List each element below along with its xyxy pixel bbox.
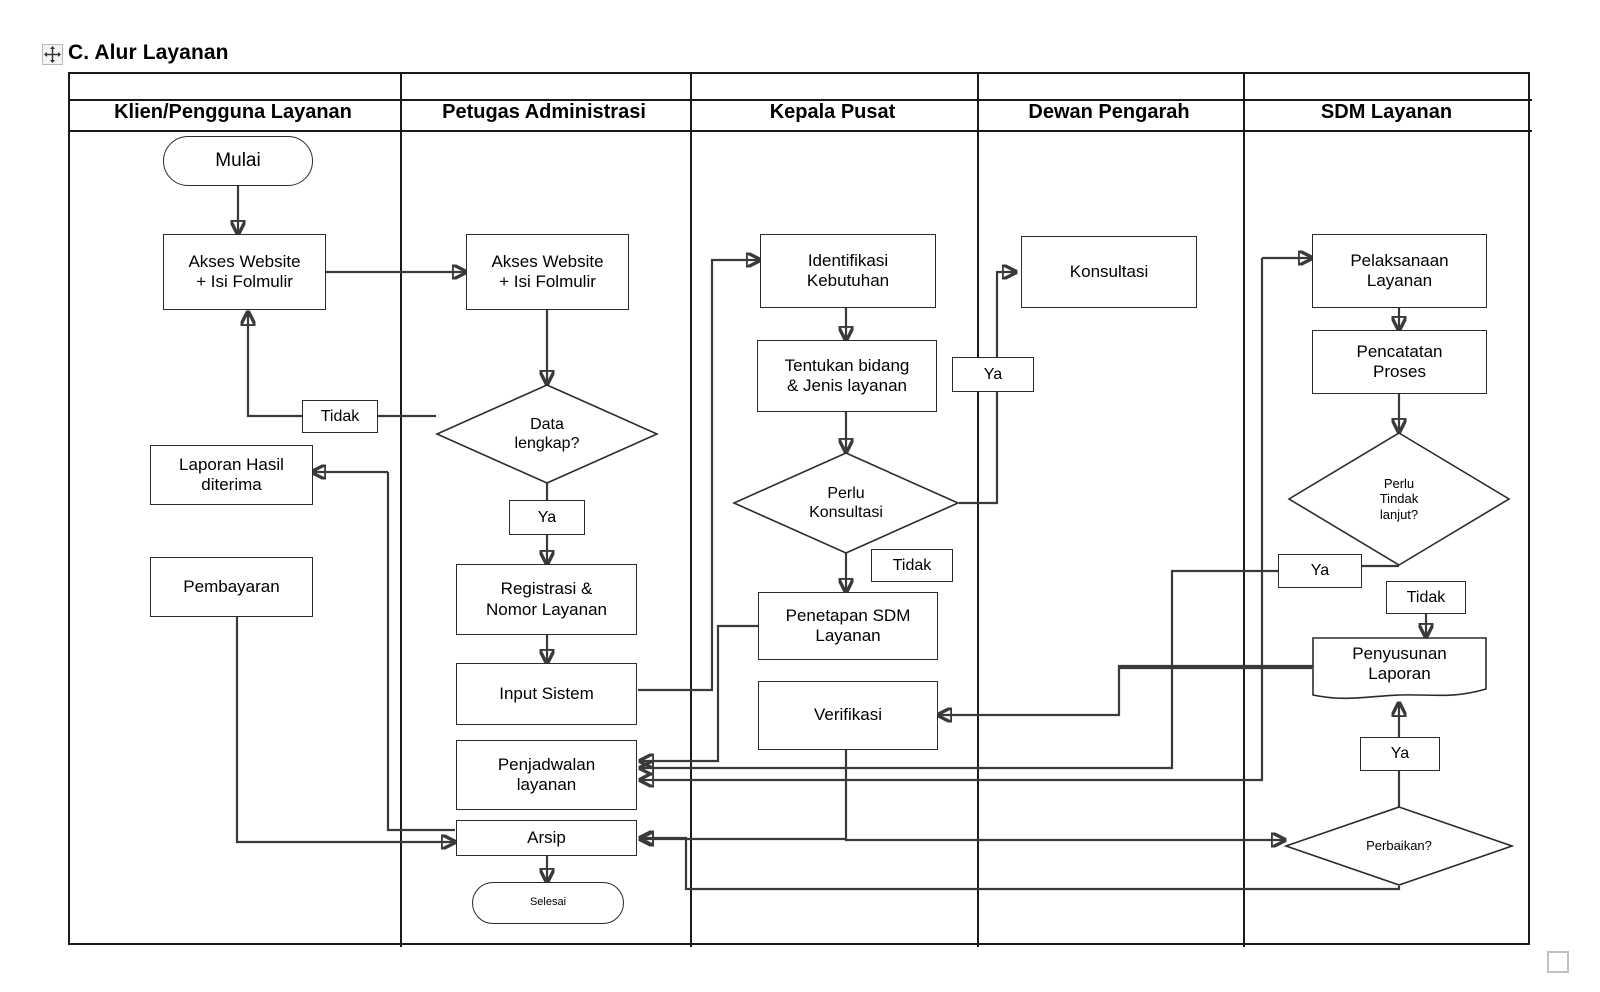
node-pembayaran[interactable]: Pembayaran: [150, 557, 313, 617]
node-selesai[interactable]: Selesai: [472, 882, 624, 924]
node-arsip[interactable]: Arsip: [456, 820, 637, 856]
node-registrasi-nomor-layanan[interactable]: Registrasi &Nomor Layanan: [456, 564, 637, 635]
edge-label-ya-perbaikan: Ya: [1360, 737, 1440, 771]
node-perbaikan[interactable]: Perbaikan?: [1283, 806, 1515, 886]
edge-label-tidak-konsultasi: Tidak: [871, 549, 953, 582]
lane-divider-2: [690, 74, 692, 947]
node-input-sistem[interactable]: Input Sistem: [456, 663, 637, 725]
node-mulai[interactable]: Mulai: [163, 136, 313, 186]
edge-label-ya-konsultasi: Ya: [952, 357, 1034, 392]
node-akses-website-petugas[interactable]: Akses Website+ Isi Folmulir: [466, 234, 629, 310]
resize-handle-icon[interactable]: [1547, 951, 1569, 973]
node-label: Akses Website+ Isi Folmulir: [188, 251, 301, 291]
edge-label-ya-tindak: Ya: [1278, 554, 1362, 588]
header-rule-top: [70, 99, 1532, 101]
edge-label-tidak-data: Tidak: [302, 400, 378, 433]
lane-divider-4: [1243, 74, 1245, 947]
lane-title-sdm: SDM Layanan: [1320, 101, 1453, 123]
lane-divider-3: [977, 74, 979, 947]
move-cross-icon[interactable]: [42, 44, 63, 65]
lane-divider-1: [400, 74, 402, 947]
node-label: Tentukan bidang& Jenis layanan: [784, 355, 910, 395]
lane-title-klien: Klien/Pengguna Layanan: [114, 101, 352, 123]
node-tentukan-bidang-jenis-layanan[interactable]: Tentukan bidang& Jenis layanan: [757, 340, 937, 412]
header-rule-bottom: [70, 130, 1532, 132]
lane-title-petugas: Petugas Administrasi: [442, 101, 646, 123]
node-label: Registrasi &Nomor Layanan: [486, 579, 607, 619]
edge-label-ya-data: Ya: [509, 500, 585, 535]
page-title: C. Alur Layanan: [68, 41, 229, 64]
node-label: Akses Website+ Isi Folmulir: [491, 251, 604, 291]
node-konsultasi[interactable]: Konsultasi: [1021, 236, 1197, 308]
node-akses-website-klien[interactable]: Akses Website+ Isi Folmulir: [163, 234, 326, 310]
lane-title-kepala: Kepala Pusat: [769, 101, 896, 123]
lane-title-dewan: Dewan Pengarah: [1028, 101, 1190, 123]
node-verifikasi[interactable]: Verifikasi: [758, 681, 938, 750]
edge-label-tidak-tindak: Tidak: [1386, 581, 1466, 614]
